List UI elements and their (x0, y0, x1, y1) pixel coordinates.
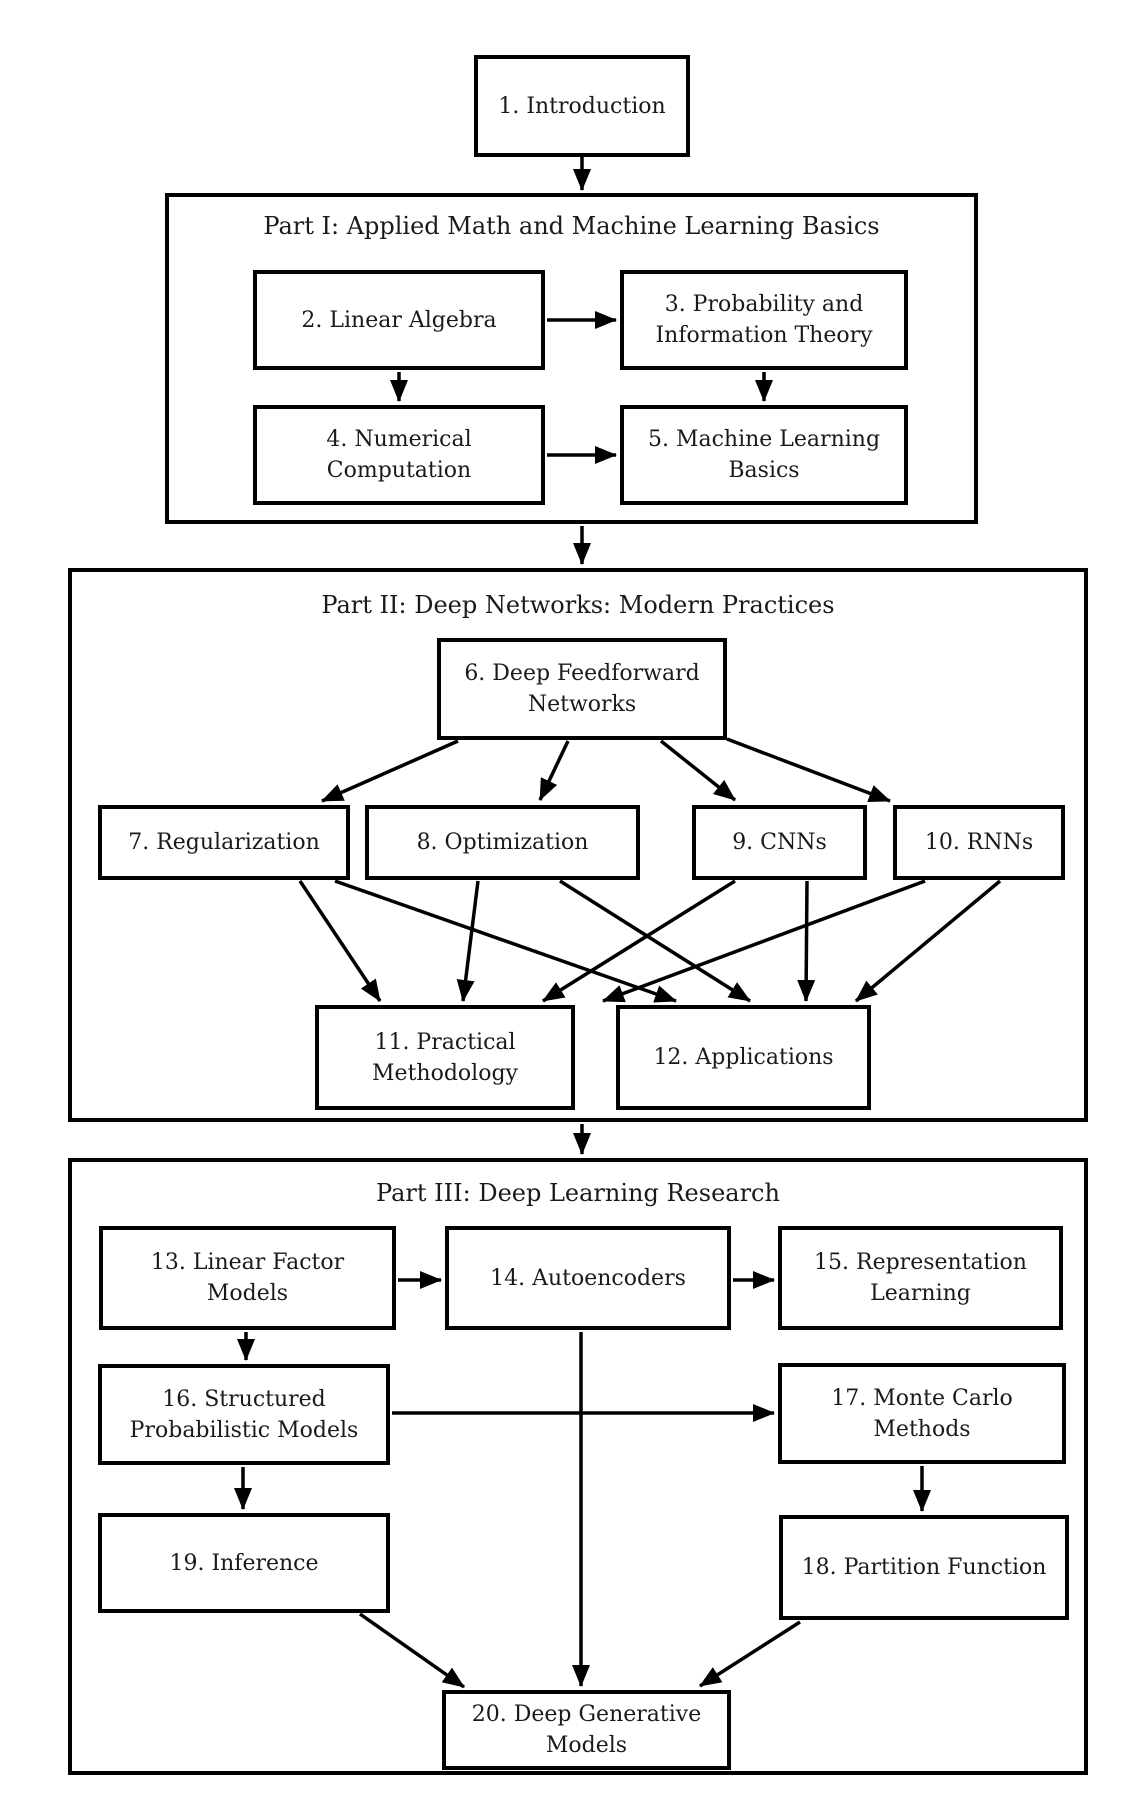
chapter-box-1: 1. Introduction (474, 55, 690, 157)
chapter-box-9: 9. CNNs (692, 805, 867, 880)
chapter-box-16: 16. Structured Probabilistic Models (98, 1364, 390, 1465)
chapter-box-19: 19. Inference (98, 1513, 390, 1613)
part2-container: Part II: Deep Networks: Modern Practices (68, 568, 1088, 1122)
chapter-box-12: 12. Applications (616, 1005, 871, 1110)
chapter-box-10: 10. RNNs (893, 805, 1065, 880)
part3-container: Part III: Deep Learning Research (68, 1158, 1088, 1775)
part3-title: Part III: Deep Learning Research (376, 1179, 780, 1207)
chapter-box-5: 5. Machine Learning Basics (620, 405, 908, 505)
chapter-box-13: 13. Linear Factor Models (99, 1226, 396, 1330)
part2-title: Part II: Deep Networks: Modern Practices (321, 591, 835, 619)
chapter-box-15: 15. Representation Learning (778, 1226, 1063, 1330)
part1-container: Part I: Applied Math and Machine Learnin… (165, 193, 978, 524)
chapter-box-4: 4. Numerical Computation (253, 405, 545, 505)
chapter-box-14: 14. Autoencoders (445, 1226, 731, 1330)
chapter-box-7: 7. Regularization (98, 805, 350, 880)
chapter-box-2: 2. Linear Algebra (253, 270, 545, 370)
chapter-box-8: 8. Optimization (365, 805, 640, 880)
chapter-box-17: 17. Monte Carlo Methods (778, 1363, 1066, 1464)
chapter-box-6: 6. Deep Feedforward Networks (437, 638, 727, 740)
chapter-box-18: 18. Partition Function (779, 1515, 1069, 1620)
chapter-box-3: 3. Probability and Information Theory (620, 270, 908, 370)
chapter-box-11: 11. Practical Methodology (315, 1005, 575, 1110)
chapter-box-20: 20. Deep Generative Models (442, 1690, 731, 1770)
part1-title: Part I: Applied Math and Machine Learnin… (263, 212, 880, 240)
